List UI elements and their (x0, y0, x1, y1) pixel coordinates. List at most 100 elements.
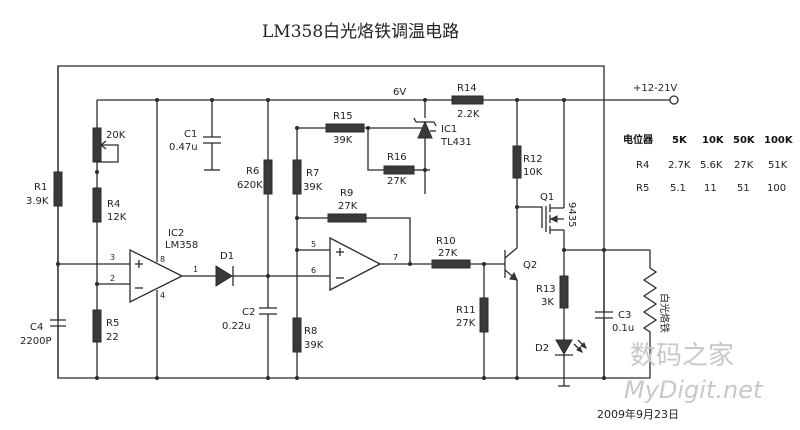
watermark-en: MyDigit.net (624, 376, 764, 404)
r15-name: R15 (333, 111, 353, 122)
r11-name: R11 (456, 305, 476, 316)
r16-name: R16 (387, 152, 407, 163)
table-r4-100k: 51K (768, 160, 788, 171)
c1-capacitor (203, 100, 221, 171)
r10-name: R10 (436, 236, 456, 247)
c4-value: 2200P (20, 336, 51, 347)
table-r5-50k: 51 (737, 183, 750, 194)
r16-value: 27K (387, 176, 407, 187)
r13-value: 3K (541, 297, 554, 308)
ic1-name: IC1 (441, 124, 457, 135)
r15-resistor (325, 123, 365, 133)
d1-diode (182, 265, 270, 287)
r4-value: 12K (107, 212, 127, 223)
q1-part: 9435 (566, 202, 577, 227)
pin-3: 3 (110, 253, 115, 262)
c3-name: C3 (618, 310, 631, 321)
diagram-date: 2009年9月23日 (597, 407, 679, 421)
pin-6: 6 (311, 266, 316, 275)
r1-resistor (53, 66, 63, 320)
r16-resistor (383, 165, 415, 175)
q1-name: Q1 (540, 192, 554, 203)
r7-resistor (292, 126, 302, 318)
c4-capacitor (50, 319, 66, 378)
table-r5-label: R5 (636, 183, 649, 194)
r10-resistor (431, 259, 505, 269)
r6-resistor (263, 100, 273, 308)
r8-resistor (292, 317, 302, 378)
ic2-name: IC2 (168, 228, 184, 239)
table-r5-5k: 5.1 (670, 183, 686, 194)
ic2-part: LM358 (165, 240, 198, 251)
table-header-3: 50K (733, 135, 756, 146)
c1-name: C1 (184, 129, 197, 140)
r7-name: R7 (306, 168, 319, 179)
pin-5: 5 (311, 240, 316, 249)
value-table: 电位器 5K 10K 50K 100K R4 2.7K 5.6K 27K 51K… (623, 133, 794, 194)
ic2-input-wires (58, 263, 130, 285)
pin-7: 7 (393, 253, 398, 262)
six-volt-rail (96, 98, 447, 128)
r12-value: 10K (523, 167, 543, 178)
r7-value: 39K (303, 182, 323, 193)
r9-resistor (327, 213, 367, 223)
r4-name: R4 (107, 199, 120, 210)
ic1-tl431 (413, 117, 437, 140)
diagram-title: LM358白光烙铁调温电路 (262, 22, 459, 42)
r12-resistor (512, 100, 522, 209)
table-r5-10k: 11 (704, 183, 717, 194)
q2-transistor (504, 207, 518, 378)
table-r4-label: R4 (636, 160, 649, 171)
r6-name: R6 (246, 166, 259, 177)
pot-value: 20K (106, 130, 126, 141)
feedback-wires (268, 217, 411, 277)
c4-name: C4 (30, 322, 43, 333)
heater-element (604, 250, 658, 379)
table-header-4: 100K (764, 135, 794, 146)
rail-6v-label: 6V (393, 87, 406, 98)
r8-name: R8 (304, 326, 317, 337)
c2-capacitor (259, 307, 277, 378)
r9-value: 27K (338, 201, 358, 212)
table-header-1: 5K (672, 135, 688, 146)
ic1-part: TL431 (440, 137, 472, 148)
c3-capacitor (564, 248, 650, 378)
r5-resistor (92, 309, 102, 378)
r13-resistor (559, 248, 569, 340)
c2-value: 0.22u (222, 321, 251, 332)
r4-resistor (92, 172, 102, 310)
table-r4-5k: 2.7K (668, 160, 691, 171)
supply-terminal (669, 95, 679, 105)
watermark-cn: 数码之家 (630, 341, 734, 371)
c1-value: 0.47u (169, 142, 198, 153)
c3-value: 0.1u (612, 323, 634, 334)
pin-8: 8 (160, 255, 165, 264)
table-r4-50k: 27K (734, 160, 754, 171)
r14-resistor (447, 95, 484, 105)
pin-1: 1 (193, 265, 198, 274)
reference-wires (297, 100, 430, 194)
r1-name: R1 (34, 182, 47, 193)
r10-value: 27K (438, 248, 458, 259)
d2-name: D2 (535, 343, 549, 354)
ground-junctions (95, 376, 606, 380)
r13-name: R13 (536, 284, 556, 295)
pin-2: 2 (110, 274, 115, 283)
d2-led (555, 339, 587, 387)
r14-value: 2.2K (457, 109, 480, 120)
table-r4-10k: 5.6K (700, 160, 723, 171)
table-r5-100k: 100 (767, 183, 786, 194)
r15-value: 39K (333, 135, 353, 146)
supply-input-label: +12-21V (633, 83, 677, 94)
supply-input-line (483, 95, 679, 105)
r5-value: 22 (106, 332, 119, 343)
r8-value: 39K (304, 340, 324, 351)
r5-name: R5 (106, 318, 119, 329)
q1-mosfet (517, 100, 565, 250)
table-header-2: 10K (702, 135, 725, 146)
ic2-opamp (129, 100, 184, 378)
r12-name: R12 (523, 154, 543, 165)
r6-value: 620K (237, 180, 263, 191)
